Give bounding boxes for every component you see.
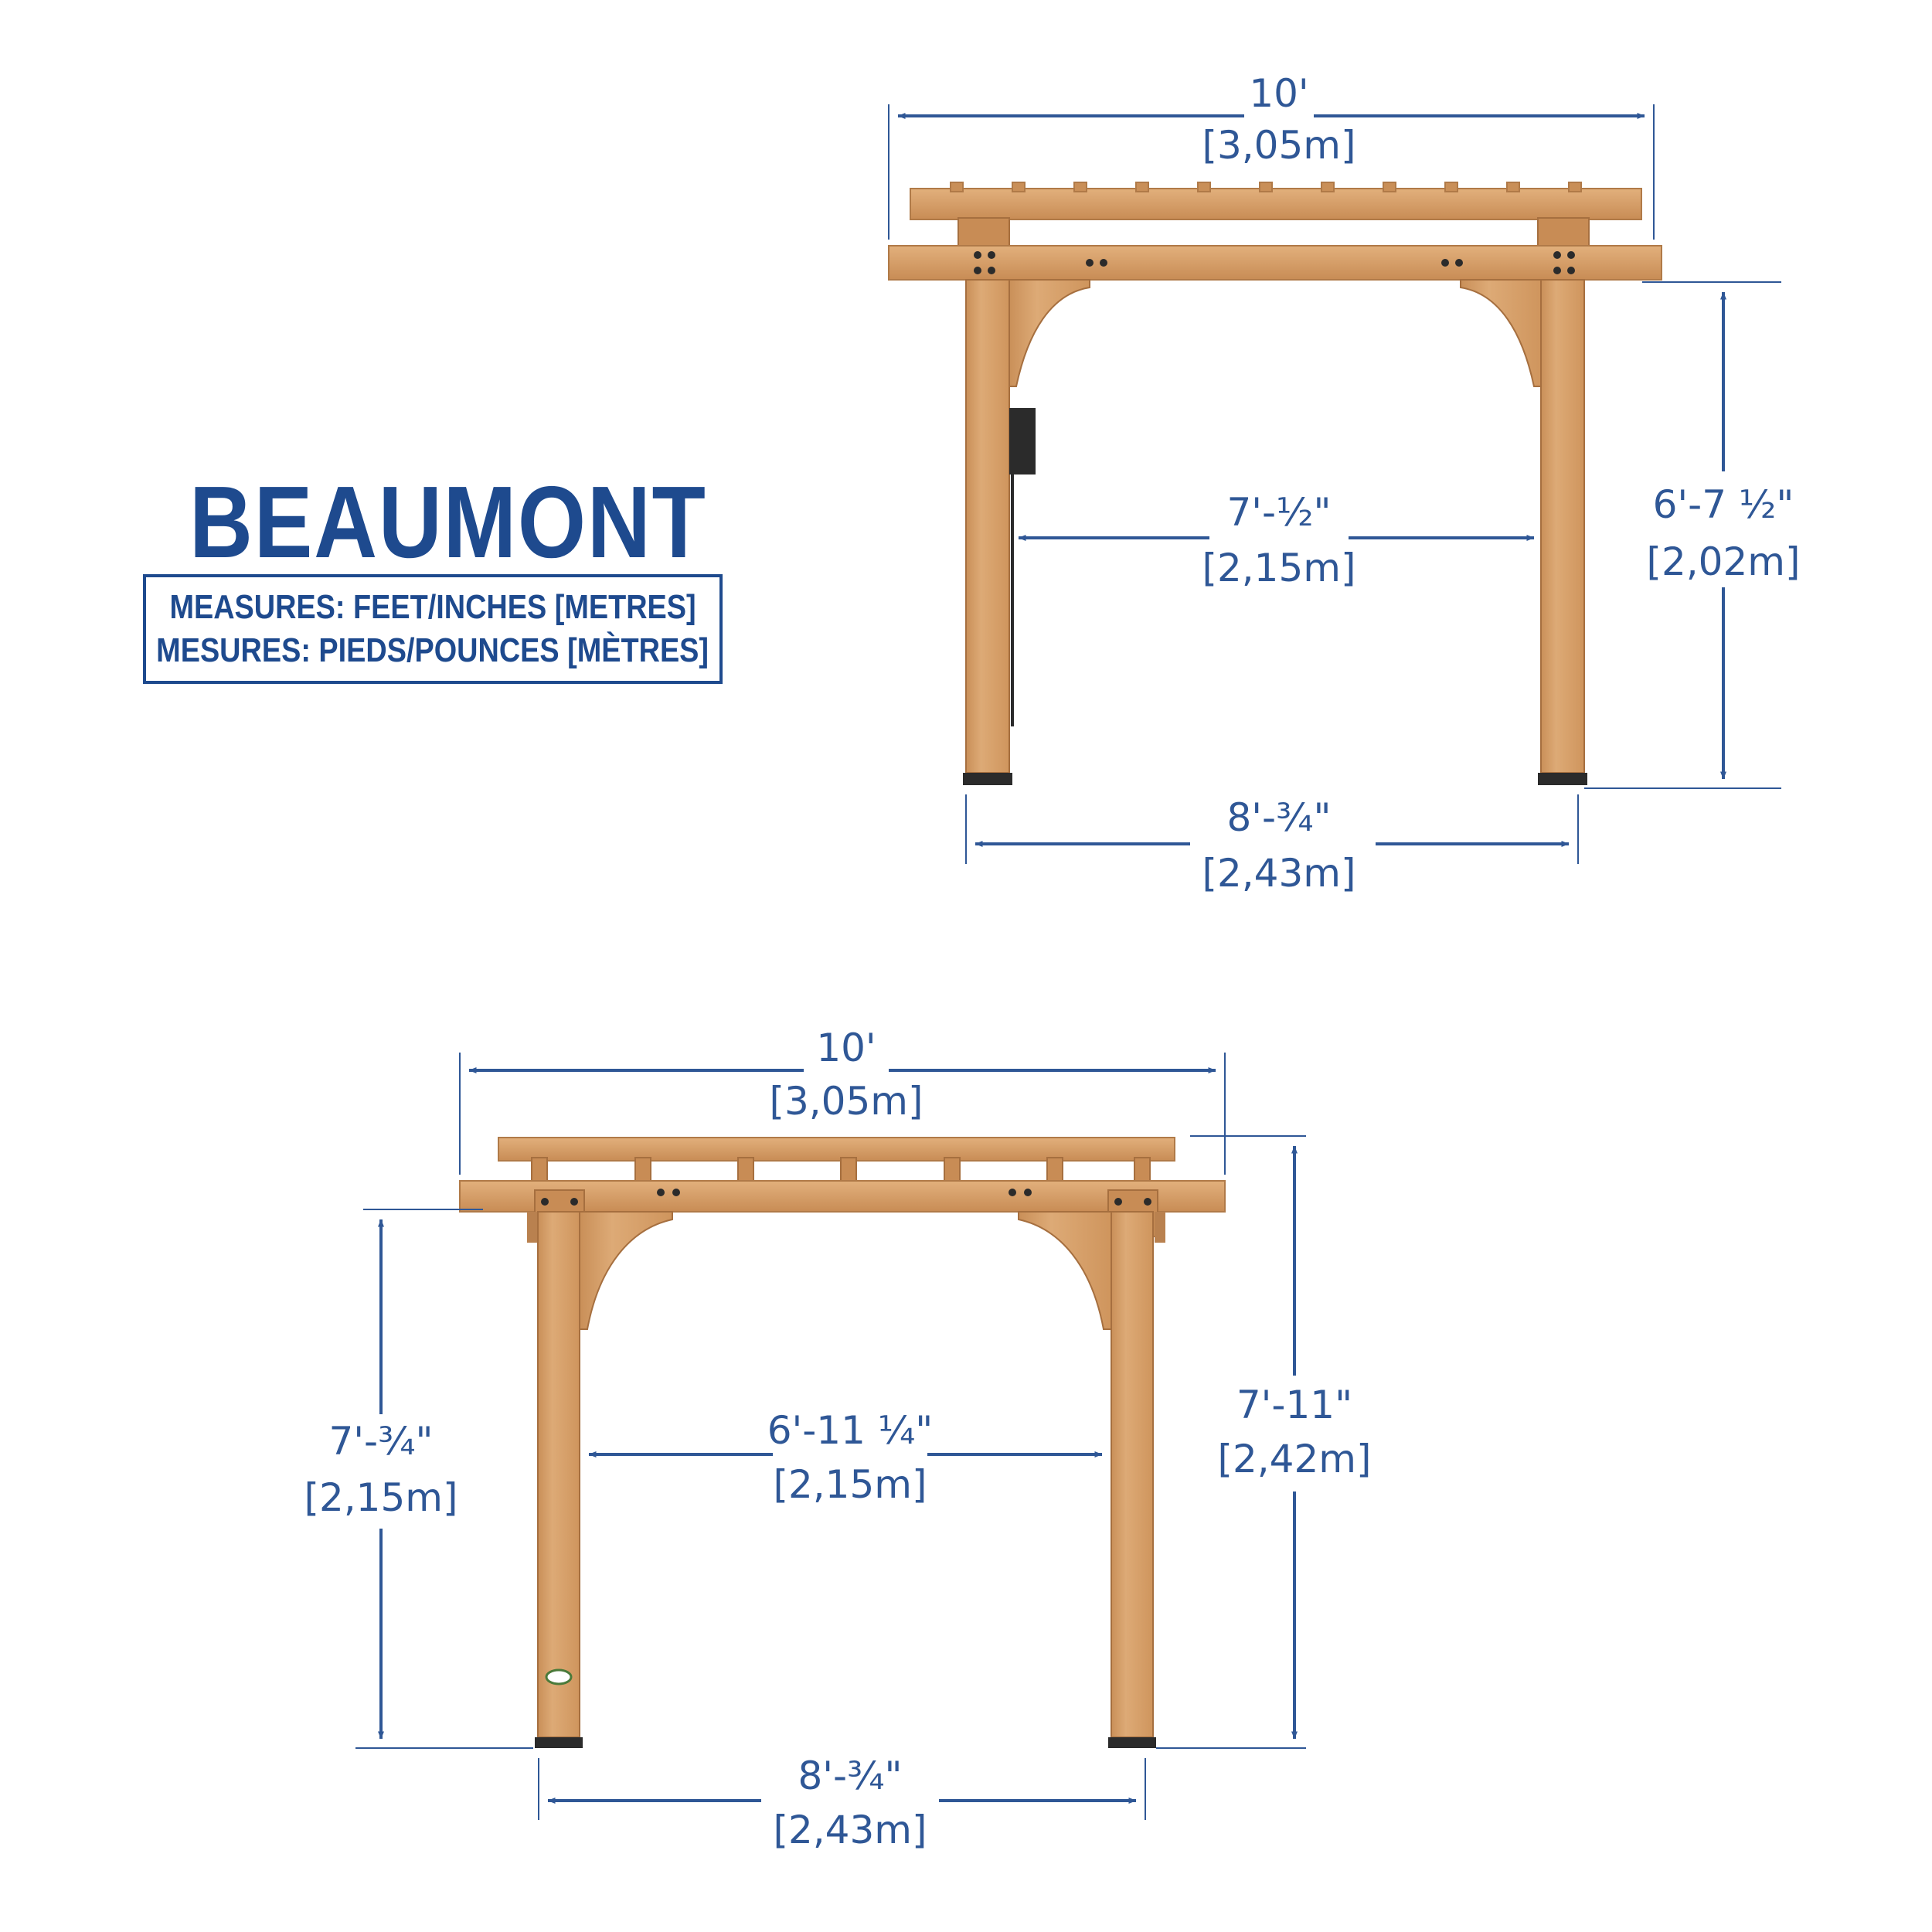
side-width-metric: [3,05m] xyxy=(769,1079,923,1124)
side-left-base xyxy=(535,1737,583,1748)
side-clearance-imperial: 6'-11 ¼" xyxy=(767,1408,934,1453)
side-height-imperial: 7'-11" xyxy=(1236,1383,1352,1427)
front-right-post xyxy=(1540,279,1585,774)
front-span-imperial: 8'-¾" xyxy=(1226,795,1331,840)
front-right-base xyxy=(1538,773,1587,785)
units-legend-fr: MESURES: PIEDS/POUNCES [MÈTRES] xyxy=(156,631,709,669)
side-main-beam xyxy=(459,1180,1226,1213)
side-left-post xyxy=(537,1211,580,1738)
front-left-post xyxy=(965,279,1010,774)
side-right-post xyxy=(1111,1211,1154,1738)
front-clearance-metric: [2,15m] xyxy=(1202,546,1355,590)
front-top-rafter xyxy=(910,188,1642,220)
front-height-metric: [2,02m] xyxy=(1646,539,1800,584)
front-width-metric: [3,05m] xyxy=(1202,123,1355,168)
side-span-imperial: 8'-¾" xyxy=(798,1753,902,1798)
front-rafter-tails xyxy=(950,182,1582,192)
side-span-metric: [2,43m] xyxy=(773,1808,927,1852)
units-legend-en: MEASURES: FEET/INCHES [METRES] xyxy=(169,588,696,626)
front-view-pergola xyxy=(888,182,1662,785)
side-dimensions: 10' [3,05m] 7'-¾" [2,15m] 6'-11 ¼" [2,15… xyxy=(304,1026,1371,1852)
front-height-imperial: 6'-7 ½" xyxy=(1653,482,1794,527)
side-clearance-height-metric: [2,15m] xyxy=(304,1475,457,1520)
side-width-imperial: 10' xyxy=(816,1026,876,1070)
front-right-brace xyxy=(1460,279,1543,387)
side-left-brace xyxy=(579,1211,673,1330)
units-legend-box: MEASURES: FEET/INCHES [METRES] MESURES: … xyxy=(143,574,723,684)
front-width-imperial: 10' xyxy=(1249,71,1308,116)
side-right-brace xyxy=(1018,1211,1112,1330)
front-clearance-imperial: 7'-½" xyxy=(1226,490,1331,535)
front-electrical-box xyxy=(1009,408,1036,474)
front-dimensions: 10' [3,05m] 7'-½" [2,15m] 6'-7 ½" [2,02m… xyxy=(888,71,1801,896)
front-main-beam xyxy=(888,245,1662,281)
side-clearance-height-imperial: 7'-¾" xyxy=(328,1419,433,1464)
front-left-brace xyxy=(1008,279,1090,387)
product-title: BEAUMONT xyxy=(189,465,707,579)
front-left-base xyxy=(963,773,1012,785)
side-right-base xyxy=(1108,1737,1156,1748)
side-clearance-metric: [2,15m] xyxy=(773,1462,927,1507)
side-view-pergola xyxy=(459,1137,1226,1748)
side-height-metric: [2,42m] xyxy=(1217,1437,1371,1481)
manufacturer-badge-icon xyxy=(545,1668,573,1685)
side-top-rafter xyxy=(498,1137,1175,1162)
front-span-metric: [2,43m] xyxy=(1202,851,1355,896)
